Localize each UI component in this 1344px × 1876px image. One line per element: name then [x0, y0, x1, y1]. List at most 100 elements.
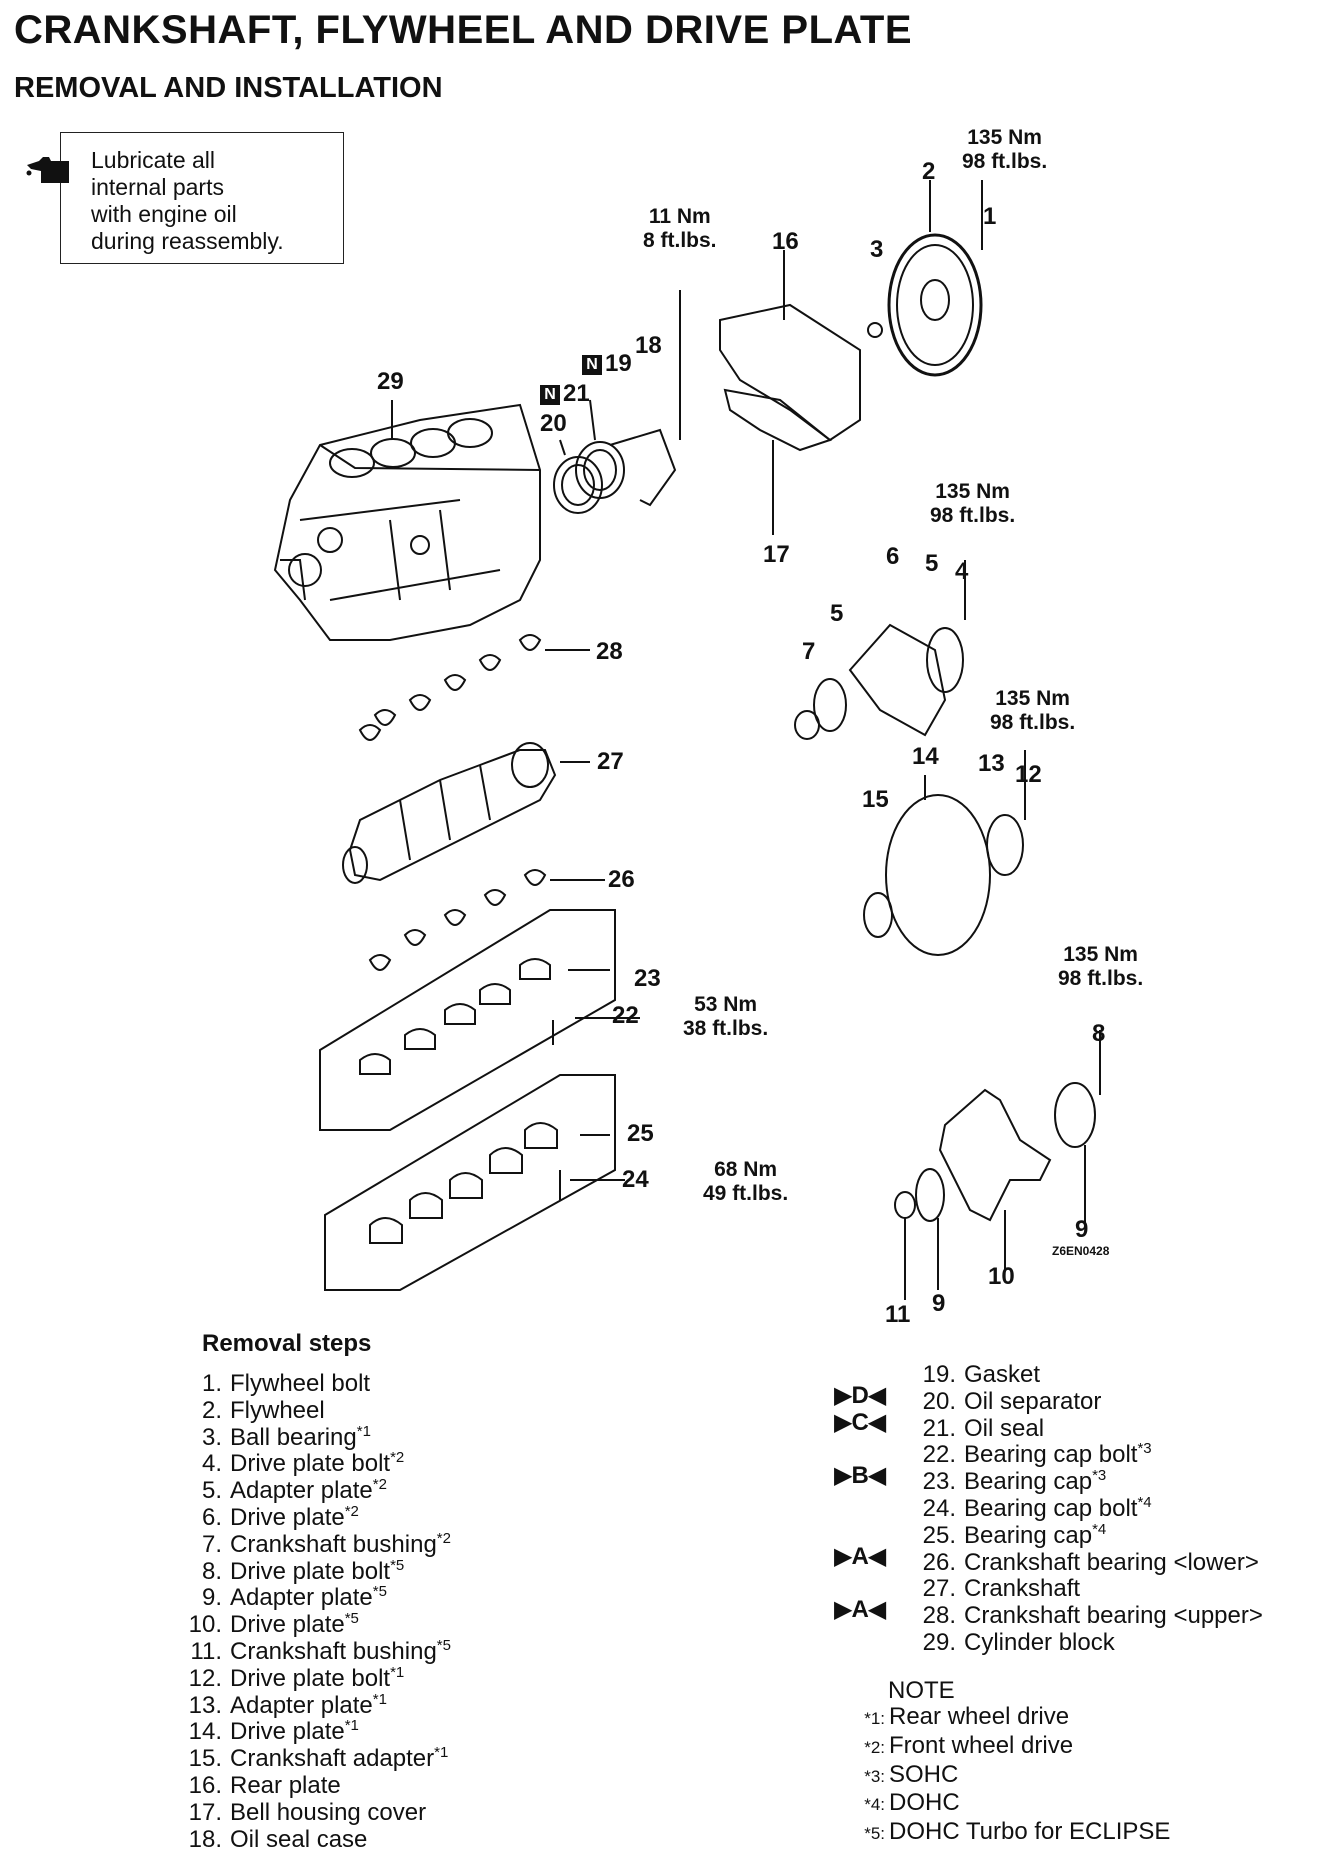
diagram-code: Z6EN0428	[1052, 1244, 1110, 1258]
service-mark: ▶B◀	[834, 1462, 886, 1490]
list-item: 18.Oil seal case	[188, 1825, 368, 1853]
note-item: *5:DOHC Turbo for ECLIPSE	[864, 1818, 1171, 1846]
page-title: CRANKSHAFT, FLYWHEEL AND DRIVE PLATE	[14, 8, 913, 52]
list-item: 15.Crankshaft adapter*1	[188, 1744, 449, 1773]
note-item: *3:SOHC	[864, 1760, 959, 1788]
list-item: 10.Drive plate*5	[188, 1610, 359, 1639]
callout-17: 17	[763, 541, 790, 568]
list-item: 14.Drive plate*1	[188, 1717, 359, 1746]
list-item: 1.Flywheel bolt	[201, 1370, 371, 1397]
list-item: 2.Flywheel	[201, 1396, 325, 1424]
steps-list-right: 19.Gasket ▶D◀20.Oil separator ▶C◀21.Oil …	[834, 1356, 1263, 1656]
service-mark: ▶A◀	[834, 1542, 886, 1570]
note-item: *2:Front wheel drive	[864, 1731, 1074, 1759]
list-item: 4.Drive plate bolt*2	[201, 1449, 405, 1478]
callout-5a: 5	[925, 550, 939, 577]
steps-list-left: 1.Flywheel bolt 2.Flywheel 3.Ball bearin…	[178, 1365, 451, 1853]
list-item: 13.Adapter plate*1	[188, 1690, 387, 1719]
oil-seal-parts	[553, 290, 681, 514]
list-item: ▶B◀23.Bearing cap*3	[834, 1462, 1107, 1496]
list-item: 12.Drive plate bolt*1	[188, 1663, 405, 1692]
cylinder-block	[273, 403, 541, 641]
lower-bearings	[368, 869, 547, 971]
lubrication-note-box: Lubricate all internal parts with engine…	[26, 132, 344, 264]
bearing-caps-dohc	[369, 1122, 558, 1244]
callout-29: 29	[377, 368, 404, 395]
note-list: *1:Rear wheel drive *2:Front wheel drive…	[843, 1703, 1171, 1848]
callout-9b: 9	[932, 1290, 946, 1317]
flywheel	[867, 180, 983, 377]
note-heading: NOTE	[888, 1677, 955, 1704]
callout-22: 22	[612, 1002, 639, 1029]
callout-5b: 5	[830, 600, 844, 627]
callout-11: 11	[885, 1301, 911, 1328]
list-item: ▶D◀20.Oil separator	[834, 1381, 1102, 1415]
list-item: 7.Crankshaft bushing*2	[201, 1529, 451, 1558]
exploded-parts-diagram	[273, 180, 1101, 1300]
callout-9a: 9	[1075, 1216, 1089, 1243]
callout-7: 7	[802, 638, 816, 665]
upper-bearings	[358, 634, 542, 741]
oil-can-icon	[26, 157, 69, 183]
lubrication-note-text: Lubricate all internal parts with engine…	[91, 147, 284, 254]
list-item: 27.Crankshaft	[922, 1575, 1081, 1603]
callout-10: 10	[988, 1263, 1015, 1290]
callout-4: 4	[955, 558, 969, 585]
callout-13: 13	[978, 750, 1005, 777]
callout-6: 6	[886, 543, 900, 570]
service-mark: ▶A◀	[834, 1596, 886, 1624]
callout-25: 25	[627, 1120, 654, 1147]
list-item: 9.Adapter plate*5	[201, 1583, 387, 1612]
callout-26: 26	[608, 866, 635, 893]
list-item: 6.Drive plate*2	[201, 1502, 359, 1531]
list-item: 19.Gasket	[922, 1361, 1041, 1388]
list-item: 16.Rear plate	[188, 1771, 341, 1799]
service-mark: ▶D◀	[834, 1381, 886, 1409]
callout-16: 16	[772, 228, 799, 255]
list-item: 17.Bell housing cover	[188, 1798, 427, 1826]
list-item: 24.Bearing cap bolt*4	[922, 1493, 1152, 1522]
list-item: 25.Bearing cap*4	[922, 1520, 1107, 1549]
drive-plate-turbo	[894, 1030, 1101, 1300]
note-item: *1:Rear wheel drive	[864, 1703, 1070, 1730]
list-item: 29.Cylinder block	[922, 1628, 1115, 1656]
callout-27: 27	[597, 748, 624, 775]
new-part-marker: N	[540, 384, 560, 405]
callout-12: 12	[1015, 761, 1042, 788]
drive-plate-rwd	[863, 750, 1026, 956]
callout-15: 15	[862, 786, 889, 813]
bearing-caps-sohc	[359, 958, 551, 1075]
list-item: 8.Drive plate bolt*5	[201, 1556, 405, 1585]
list-item: ▶A◀26.Crankshaft bearing <lower>	[834, 1542, 1259, 1576]
callout-23: 23	[634, 965, 661, 992]
service-mark: ▶C◀	[834, 1408, 886, 1436]
rear-plate	[719, 250, 861, 535]
callout-3: 3	[870, 236, 884, 263]
callout-8: 8	[1092, 1020, 1106, 1047]
callout-24: 24	[622, 1166, 649, 1193]
list-item: 5.Adapter plate*2	[201, 1476, 387, 1505]
list-item: 11.Crankshaft bushing*5	[190, 1636, 451, 1665]
list-item: 3.Ball bearing*1	[201, 1422, 371, 1451]
page-subtitle: REMOVAL AND INSTALLATION	[14, 72, 443, 104]
callout-14: 14	[912, 743, 939, 770]
crankshaft	[342, 742, 557, 884]
callout-1: 1	[983, 203, 997, 230]
removal-steps-heading: Removal steps	[202, 1330, 372, 1357]
callout-18: 18	[635, 332, 662, 359]
callout-20: 20	[540, 410, 567, 437]
list-item: ▶C◀21.Oil seal	[834, 1408, 1045, 1442]
note-item: *4:DOHC	[864, 1789, 960, 1817]
drive-plate-fwd	[794, 560, 966, 740]
list-item: 22.Bearing cap bolt*3	[922, 1440, 1152, 1469]
list-item: ▶A◀28.Crankshaft bearing <upper>	[834, 1596, 1263, 1630]
callout-2: 2	[922, 158, 936, 185]
